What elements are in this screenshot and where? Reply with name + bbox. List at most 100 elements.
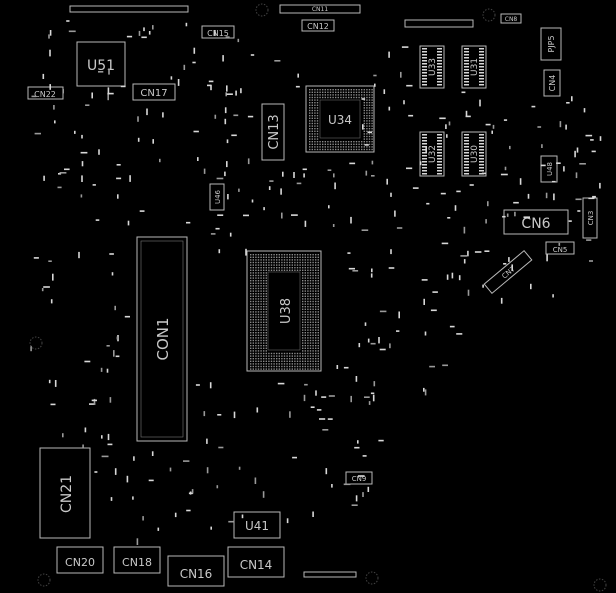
bga-ball	[302, 287, 304, 290]
bga-ball	[255, 311, 257, 313]
bga-ball	[255, 324, 257, 326]
chip-pad	[437, 170, 442, 172]
bga-ball	[322, 91, 324, 93]
bga-ball	[304, 337, 306, 339]
bga-ball	[316, 104, 319, 106]
bga-ball	[304, 313, 306, 316]
bga-ball	[332, 89, 334, 91]
smd-part	[228, 520, 235, 523]
chip-pad	[464, 140, 469, 142]
chip-pad	[479, 167, 484, 169]
smd-part	[286, 518, 289, 524]
bga-ball	[286, 256, 288, 258]
bga-ball	[309, 308, 312, 310]
bga-ball	[255, 259, 257, 261]
bga-ball	[309, 264, 312, 266]
smd-part	[325, 468, 328, 475]
bga-ball	[257, 256, 260, 258]
chip-pad	[422, 60, 427, 62]
chip-pad	[479, 54, 484, 56]
bga-ball	[317, 321, 319, 323]
bga-ball	[355, 143, 358, 145]
bga-ball	[371, 115, 373, 117]
bga-ball	[304, 300, 306, 303]
smd-part	[62, 433, 64, 438]
bga-ball	[358, 141, 360, 143]
bga-ball	[307, 274, 309, 277]
smd-part	[225, 92, 227, 97]
bga-ball	[263, 290, 265, 292]
bga-ball	[273, 269, 275, 271]
smd-part	[142, 516, 144, 521]
bga-ball	[309, 282, 312, 284]
bga-ball	[265, 303, 267, 305]
bga-ball	[255, 303, 257, 305]
bga-ball	[371, 146, 373, 148]
bga-ball	[368, 130, 371, 132]
smd-part	[419, 161, 422, 166]
smd-part	[192, 61, 196, 64]
bga-ball	[361, 94, 363, 96]
component-cn21: CN21	[39, 447, 91, 539]
bga-ball	[265, 254, 267, 256]
top-edge-connector-strip	[69, 4, 474, 28]
bga-ball	[368, 94, 371, 96]
bga-ball	[257, 272, 260, 274]
smd-part	[116, 336, 119, 340]
bga-ball	[302, 269, 304, 271]
bga-ball	[294, 264, 296, 266]
smd-part	[370, 342, 376, 345]
chip-pad	[464, 137, 469, 139]
bga-ball	[252, 352, 254, 355]
smd-part	[424, 389, 427, 396]
bga-ball	[265, 282, 267, 284]
bga-ball	[270, 256, 273, 258]
bga-ball	[296, 363, 299, 365]
bga-ball	[304, 274, 306, 277]
bga-ball	[314, 130, 316, 132]
bga-ball	[312, 329, 314, 331]
bga-ball	[276, 358, 278, 360]
bga-ball	[270, 363, 273, 365]
bga-ball	[316, 130, 319, 132]
bga-ball	[289, 256, 291, 258]
bga-ball	[250, 337, 252, 339]
bga-ball	[314, 128, 316, 130]
bga-ball	[315, 368, 317, 370]
component-cn17: CN17	[132, 83, 176, 101]
bga-ball	[281, 254, 283, 256]
bga-ball	[265, 360, 267, 362]
chip-pad	[422, 51, 427, 53]
bga-ball	[312, 363, 314, 365]
bga-ball	[294, 267, 296, 269]
bga-ball	[309, 298, 312, 300]
smd-part	[107, 443, 113, 446]
bga-ball	[286, 264, 288, 266]
smd-part	[590, 139, 594, 141]
bga-ball	[302, 365, 304, 368]
bga-ball	[304, 319, 306, 321]
bga-ball	[363, 117, 365, 119]
smd-part	[552, 294, 554, 298]
bga-ball	[270, 269, 273, 271]
smd-part	[54, 380, 57, 387]
bga-ball	[278, 360, 280, 362]
smd-part	[332, 224, 335, 227]
bga-ball	[291, 365, 293, 368]
bga-ball	[302, 308, 304, 310]
bga-ball	[304, 350, 306, 352]
bga-ball	[260, 272, 262, 274]
bga-ball	[257, 321, 260, 323]
bga-ball	[265, 311, 267, 313]
smd-part	[577, 210, 581, 212]
bga-ball	[319, 141, 321, 143]
smd-part	[50, 403, 56, 406]
bga-ball	[315, 254, 317, 256]
smd-part	[235, 90, 237, 96]
smd-part	[293, 172, 295, 178]
bga-ball	[291, 264, 293, 266]
bga-ball	[281, 264, 283, 266]
bga-ball	[291, 358, 293, 360]
bga-ball	[350, 91, 352, 93]
bga-ball	[358, 94, 360, 96]
